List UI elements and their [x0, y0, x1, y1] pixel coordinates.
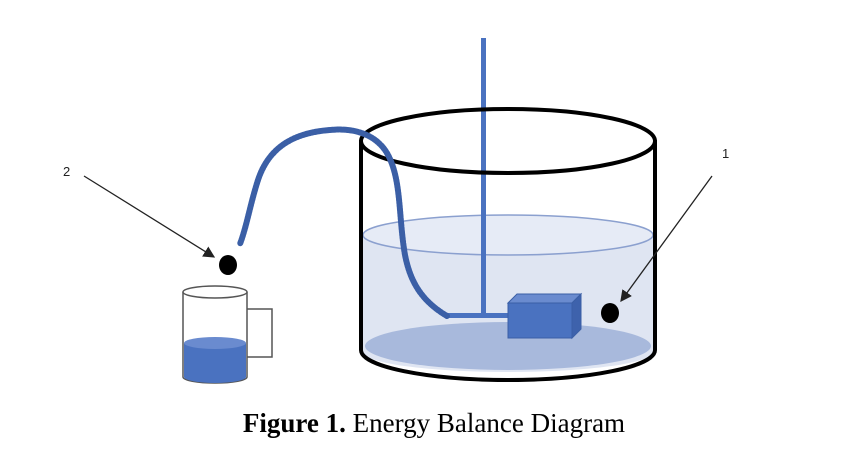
callout-label-1: 1	[722, 146, 729, 161]
tank-bottom	[365, 322, 651, 370]
point-1-marker	[601, 303, 619, 323]
heater-block	[506, 292, 583, 340]
callout-arrow-1	[620, 175, 713, 303]
stirrer-paddle	[445, 313, 517, 318]
caption-text: Energy Balance Diagram	[345, 408, 626, 438]
point-2-marker	[219, 255, 237, 275]
tank-top-rim	[359, 107, 657, 175]
stirrer-shaft	[481, 38, 486, 316]
figure-caption: Figure 1. Energy Balance Diagram	[0, 408, 868, 439]
caption-prefix: Figure 1.	[242, 408, 346, 438]
tank-bottom-rim	[359, 349, 657, 382]
callout-arrow-2	[83, 175, 216, 258]
hose-pipe-core	[238, 127, 449, 318]
collection-mug	[182, 285, 273, 384]
callout-label-2: 2	[63, 164, 70, 179]
